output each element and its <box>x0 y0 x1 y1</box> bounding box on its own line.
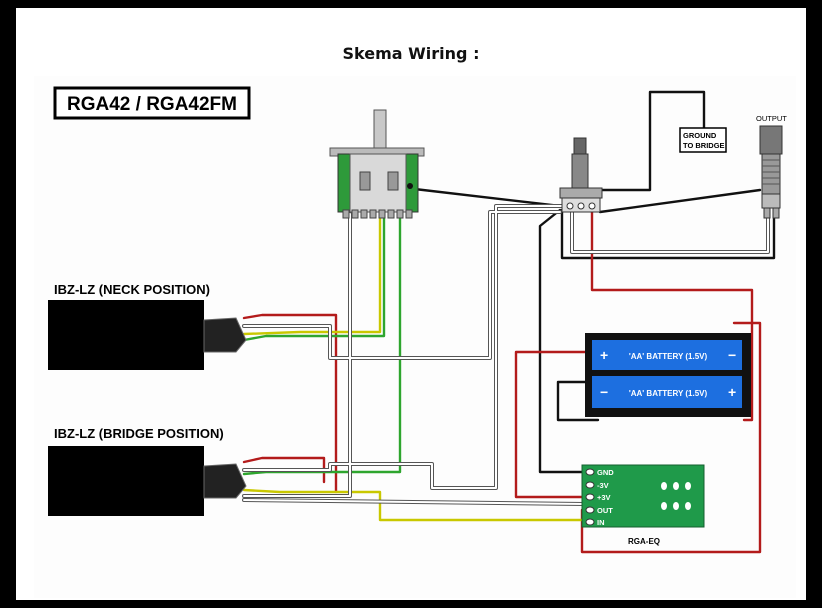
battery-top-label: 'AA' BATTERY (1.5V) <box>629 352 708 361</box>
wire-bridge-yellow <box>242 488 586 522</box>
eq-pin-out: OUT <box>597 506 613 515</box>
wire-pot-red <box>590 208 754 422</box>
wire-neck-red <box>242 313 338 494</box>
ground-label-line2: TO BRIDGE <box>683 141 725 150</box>
eq-pin-in: IN <box>597 518 605 527</box>
battery-top: + 'AA' BATTERY (1.5V) − <box>592 340 742 370</box>
wire-pos3v <box>514 350 592 499</box>
wire-neck-green <box>242 212 386 342</box>
battery-pack: + 'AA' BATTERY (1.5V) − − 'AA' BATTERY (… <box>585 333 751 417</box>
battery-bottom: − 'AA' BATTERY (1.5V) + <box>592 376 742 408</box>
page-heading: Skema Wiring : <box>342 44 480 63</box>
output-jack: OUTPUT <box>756 114 787 219</box>
wire-battery-black <box>556 380 600 422</box>
pickup-selector-switch <box>329 109 425 219</box>
neck-pickup: IBZ-LZ (NECK POSITION) <box>48 282 247 370</box>
eq-pin-pos3v: +3V <box>597 493 611 502</box>
eq-pin-gnd: GND <box>597 468 614 477</box>
white-wires <box>243 205 769 511</box>
ground-to-bridge-box: GROUND TO BRIDGE <box>679 127 727 153</box>
switch-lugs <box>342 209 413 219</box>
eq-pads <box>661 482 691 510</box>
eq-pin-neg3v: -3V <box>597 481 609 490</box>
bridge-pickup-body <box>48 446 204 516</box>
output-label: OUTPUT <box>756 114 787 123</box>
eq-board: GND -3V +3V OUT IN RGA-EQ <box>581 464 705 546</box>
wire-neck-yellow <box>242 212 382 336</box>
wire-pot-output-bottom <box>560 208 776 260</box>
model-label-box: RGA42 / RGA42FM <box>53 86 251 120</box>
eq-pins <box>585 468 595 526</box>
ground-label-line1: GROUND <box>683 131 717 140</box>
battery-bottom-minus: − <box>600 384 608 400</box>
battery-top-plus: + <box>600 347 608 363</box>
battery-top-minus: − <box>728 347 736 363</box>
model-label: RGA42 / RGA42FM <box>67 94 237 115</box>
yellow-wires <box>242 212 586 522</box>
green-wires <box>242 212 402 476</box>
wire-gnd-eq <box>538 208 586 474</box>
bridge-pickup-cable <box>203 463 247 499</box>
battery-bottom-plus: + <box>728 384 736 400</box>
bridge-pickup-label: IBZ-LZ (BRIDGE POSITION) <box>54 426 224 441</box>
neck-pickup-label: IBZ-LZ (NECK POSITION) <box>54 282 210 297</box>
neck-pickup-cable <box>203 317 247 353</box>
wire-switch-to-pot <box>404 186 562 208</box>
eq-name: RGA-EQ <box>628 537 660 546</box>
battery-bottom-label: 'AA' BATTERY (1.5V) <box>629 389 708 398</box>
wire-pot-to-output <box>598 188 762 214</box>
bridge-pickup: IBZ-LZ (BRIDGE POSITION) <box>48 426 247 516</box>
volume-pot <box>559 137 603 213</box>
neck-pickup-body <box>48 300 204 370</box>
wire-bridge-green <box>242 212 402 476</box>
